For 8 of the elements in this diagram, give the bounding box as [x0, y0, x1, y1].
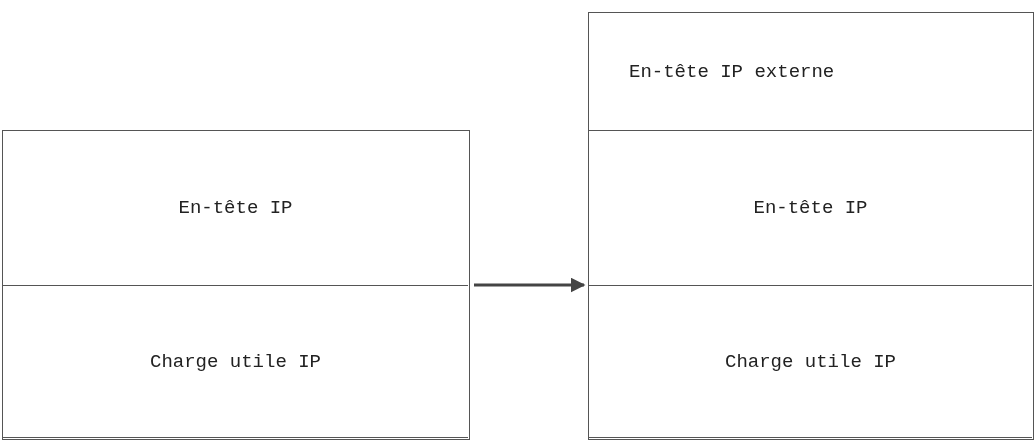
arrow [474, 277, 586, 293]
payload-section: Charge utile IP [3, 286, 468, 438]
outer-header-section: En-tête IP externe [589, 13, 1032, 131]
header-section: En-tête IP [3, 131, 468, 286]
encapsulated-packet-box [588, 12, 1034, 440]
packet-box [2, 130, 470, 440]
payload-section: Charge utile IP [589, 286, 1032, 438]
header-section: En-tête IP [589, 131, 1032, 286]
